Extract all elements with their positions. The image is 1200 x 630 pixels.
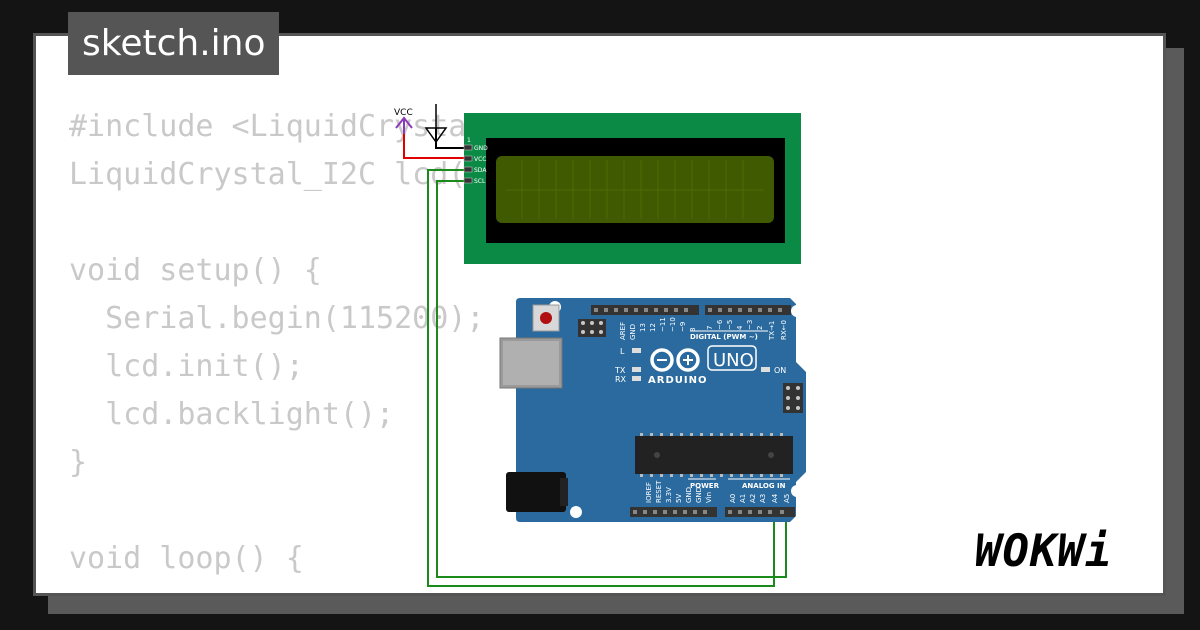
lcd-pins (463, 144, 473, 184)
led-rx-label: RX (615, 375, 627, 384)
analog-pin-label: A4 (771, 493, 779, 503)
led-tx-label: TX (614, 366, 626, 375)
code-line: } (69, 445, 88, 480)
status-leds: L TX RX ON (614, 347, 786, 384)
led-l-label: L (620, 347, 625, 356)
power-pin-label: 3.3V (665, 487, 673, 503)
digital-pin-label: 12 (649, 323, 657, 332)
digital-pin-label: 2 (756, 326, 764, 330)
uno-badge (707, 345, 757, 371)
lcd-pin[interactable] (463, 144, 473, 151)
mount-hole (791, 485, 803, 497)
vcc-label: VCC (394, 108, 413, 118)
led-on-label: ON (774, 366, 786, 375)
digital-header[interactable] (591, 305, 791, 315)
code-line: Serial.begin(115200); (69, 301, 485, 336)
power-pin-label: GND (685, 487, 693, 503)
code-line: void setup() { (69, 253, 322, 288)
lcd-pin-label: VCC (474, 156, 486, 163)
analog-pin-label: A0 (729, 494, 737, 503)
analog-pin-label: A5 (783, 494, 791, 503)
vcc-symbol: VCC (394, 108, 413, 134)
lcd-pin[interactable] (463, 166, 473, 173)
digital-pin-label: GND (629, 324, 637, 340)
wire-sda[interactable] (427, 169, 775, 587)
analog-pin-label: A3 (759, 494, 767, 503)
wire-vcc[interactable] (403, 132, 466, 159)
power-section-label: POWER (690, 482, 720, 490)
power-pin-label: 5V (675, 494, 683, 503)
power-jack (506, 472, 566, 512)
digital-pin-label: ~3 (746, 320, 754, 330)
power-header[interactable] (630, 507, 717, 517)
lcd-pin-label: SCL (474, 178, 486, 185)
digital-pin-label: 8 (689, 328, 697, 332)
icsp-header (578, 319, 606, 337)
code-line: lcd.init(); (69, 349, 304, 384)
analog-pin-label: A1 (739, 494, 747, 503)
led-tx (632, 367, 641, 372)
arduino-model: UNO (713, 350, 754, 371)
lcd-pin-number: 1 (467, 137, 471, 144)
code-line: lcd.backlight(); (69, 397, 395, 432)
file-tab[interactable]: sketch.ino (68, 12, 280, 75)
digital-pin-label: ~5 (726, 320, 734, 330)
digital-pin-label: ~10 (669, 317, 677, 332)
lcd-pin[interactable] (463, 177, 473, 184)
digital-pin-label: 13 (639, 323, 647, 332)
code-line: void loop() { (69, 541, 304, 576)
lcd-pin-label: GND (474, 145, 488, 152)
arduino-uno[interactable]: AREF GND 13 12 ~11 ~10 ~9 8 7 ~6 ~5 4 ~3… (499, 298, 806, 522)
power-pin-label: RESET (655, 480, 663, 503)
mount-hole (570, 506, 582, 518)
led-on (761, 367, 770, 372)
lcd-pin-label: SDA (474, 167, 487, 174)
led-l (632, 348, 641, 353)
atmega-chip (635, 436, 793, 474)
arduino-logo-icon (650, 348, 700, 372)
reset-button-cap[interactable] (540, 312, 552, 324)
analog-pin-label: A2 (749, 494, 757, 503)
wire-scl[interactable] (436, 180, 787, 578)
gnd-symbol (424, 104, 448, 144)
digital-pin-label: TX→1 (768, 321, 776, 341)
wokwi-logo: WOKWi (975, 526, 1113, 577)
analog-section-label: ANALOG IN (742, 482, 786, 490)
analog-header[interactable] (725, 507, 795, 517)
code-line: if (Serial.available()) { (69, 583, 701, 593)
digital-pin-label: RX←0 (780, 320, 788, 340)
usb-port-inner (503, 341, 559, 385)
digital-pin-label: 7 (706, 326, 714, 330)
digital-pin-label: 4 (736, 325, 744, 330)
wires (403, 128, 787, 587)
icsp-right-header (783, 383, 803, 413)
power-pin-label: GND (695, 487, 703, 503)
led-rx (632, 376, 641, 381)
digital-pin-label: AREF (619, 322, 627, 340)
digital-section-label: DIGITAL (PWM ~) (690, 333, 758, 341)
lcd-pin[interactable] (463, 155, 473, 162)
digital-pin-label: ~9 (679, 322, 687, 332)
digital-pin-label: ~6 (716, 319, 724, 330)
digital-pin-label: ~11 (659, 317, 667, 332)
power-pin-label: IOREF (645, 482, 653, 503)
mount-hole (791, 305, 803, 317)
lcd-1602[interactable]: 1 GND VCC SDA SCL (463, 113, 801, 264)
wire-gnd[interactable] (435, 128, 466, 149)
power-pin-label: Vin (705, 492, 713, 503)
arduino-brand: ARDUINO (648, 375, 707, 386)
lcd-char-grid (506, 160, 764, 219)
